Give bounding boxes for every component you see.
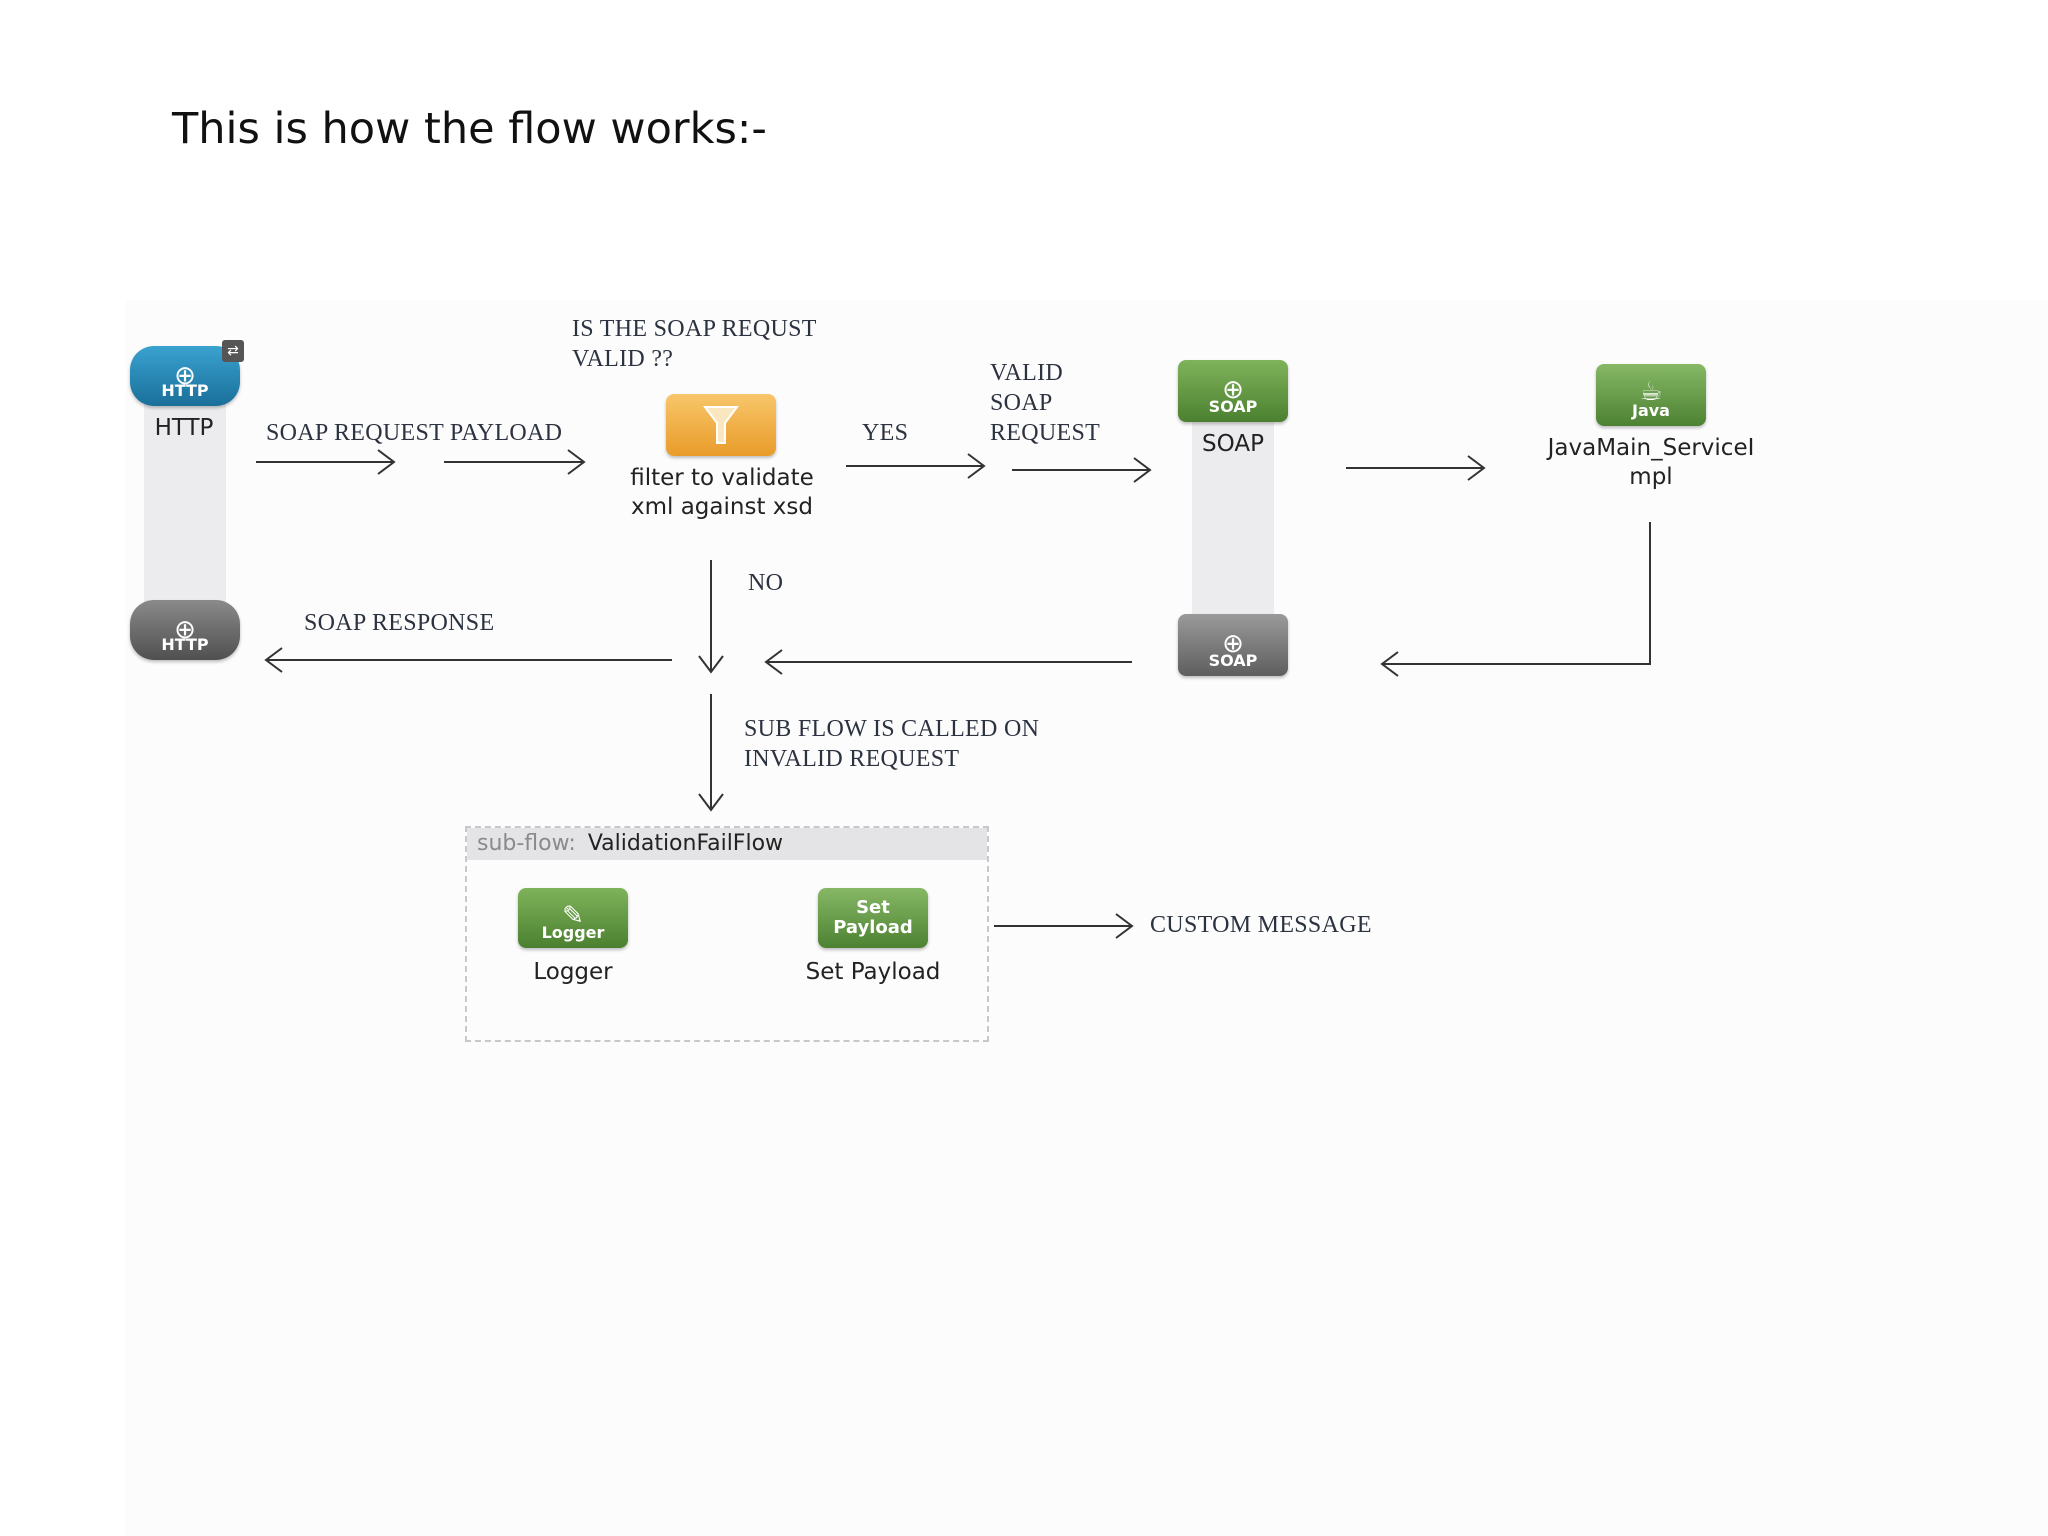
soap-response-icon-text: SOAP [1208,651,1258,670]
soap-label: SOAP [1202,431,1264,457]
arrow-response-to-http [264,647,672,673]
logger-label: Logger [533,959,613,985]
arrow-to-subflow [698,694,724,812]
set-payload-icon-text: Set Payload [833,897,913,938]
globe-icon: ⊕ [1222,375,1244,405]
funnel-icon [703,406,739,444]
annotation-valid-soap-request: VALID SOAP REQUEST [990,360,1101,446]
annotation-custom-message: CUSTOM MESSAGE [1150,912,1372,938]
arrow-java-return [1380,522,1651,677]
arrow-valid-to-soap [1012,457,1152,483]
filter-label: filter to validate xml against xsd [630,465,814,520]
java-icon-text: Java [1632,401,1670,420]
annotation-yes: YES [862,420,909,446]
annotation-soap-response: SOAP RESPONSE [304,610,495,636]
diagram-canvas [126,300,2048,1536]
annotation-soap-request-payload: SOAP REQUEST PAYLOAD [266,420,563,446]
subflow-kind-label: sub-flow: [477,831,576,856]
http-inbound-node[interactable]: ⊕ HTTP [130,346,240,406]
arrow-http-to-payload [256,449,396,475]
logger-node[interactable]: ✎ Logger [518,888,628,948]
soap-icon-text: SOAP [1208,397,1258,416]
java-cup-icon: ☕ [1639,377,1663,407]
http-icon-text: HTTP [161,381,209,400]
soap-response-node[interactable]: ⊕ SOAP [1178,614,1288,676]
arrow-soap-to-java [1346,455,1486,481]
http-lane [144,370,226,620]
annotation-no: NO [748,570,784,596]
http-response-node[interactable]: ⊕ HTTP [130,600,240,660]
globe-icon: ⊕ [174,361,196,391]
set-payload-node[interactable]: Set Payload [818,888,928,948]
arrow-payload-to-filter [444,449,586,475]
java-component-node[interactable]: ☕ Java [1596,364,1706,426]
set-payload-label: Set Payload [805,959,941,985]
filter-node[interactable] [666,394,776,456]
globe-icon: ⊕ [174,615,196,645]
http-label: HTTP [154,415,214,441]
soap-inbound-node[interactable]: ⊕ SOAP [1178,360,1288,422]
annotation-sub-flow-called: SUB FLOW IS CALLED ON INVALID REQUEST [744,716,1040,772]
logger-icon-text: Logger [541,923,605,942]
subflow-name: ValidationFailFlow [587,831,784,856]
arrow-filter-no [698,560,724,674]
page-title: This is how the flow works:- [172,104,767,154]
java-label: JavaMain_ServiceI mpl [1547,435,1755,490]
annotation-is-valid: IS THE SOAP REQUST VALID ?? [572,316,817,372]
exchange-pattern-icon: ⇄ [222,340,244,362]
arrow-soap-response-left [764,649,1132,675]
arrow-filter-yes [846,453,986,479]
arrow-to-custom-message [994,913,1134,939]
logger-icon: ✎ [562,901,584,931]
subflow-header: sub-flow: ValidationFailFlow [467,828,987,860]
globe-icon: ⊕ [1222,629,1244,659]
http-response-icon-text: HTTP [161,635,209,654]
